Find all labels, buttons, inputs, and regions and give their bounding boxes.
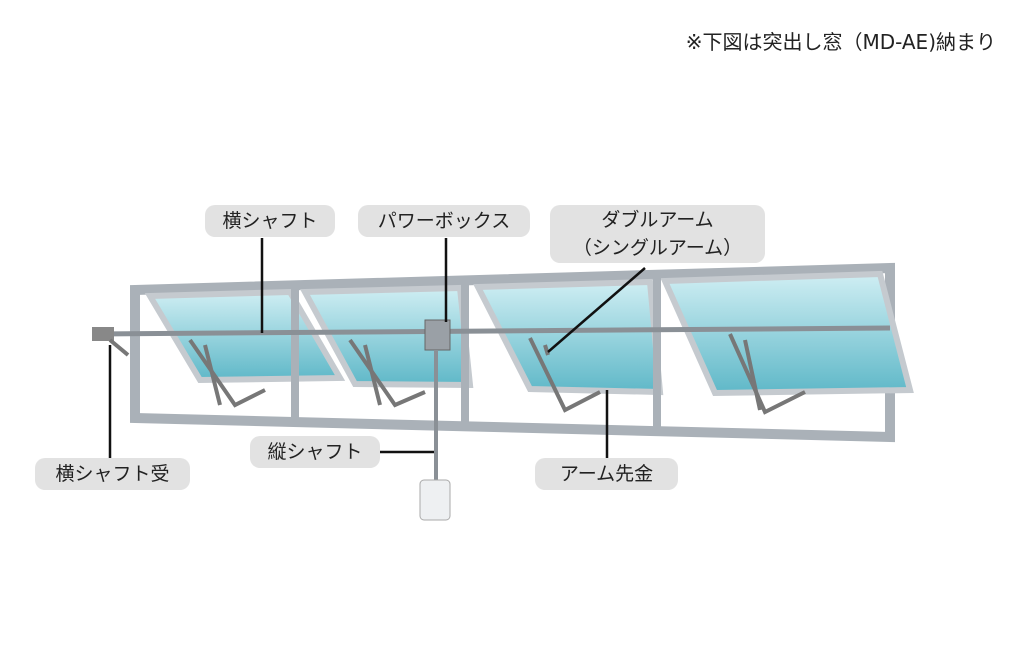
label-single-arm-text: （シングルアーム） [572,237,743,259]
mullions [291,278,661,432]
label-vertical-shaft: 縦シャフト [250,436,380,468]
horizontal-shaft [94,325,891,337]
power-box [424,319,451,351]
arms [188,333,806,415]
motor [419,479,451,521]
label-horizontal-shaft-bearing: 横シャフト受 [35,458,190,490]
diagram-note: ※下図は突出し窓（MD-AE)納まり [685,30,996,54]
label-arm-tip: アーム先金 [535,458,678,490]
leader-lines [108,238,646,458]
shaft-bearing [92,327,114,341]
label-horizontal-shaft: 横シャフト [205,205,335,237]
label-power-box: パワーボックス [358,205,530,237]
label-double-arm-text: ダブルアーム [601,209,714,231]
label-double-arm: ダブルアーム （シングルアーム） [550,205,765,263]
